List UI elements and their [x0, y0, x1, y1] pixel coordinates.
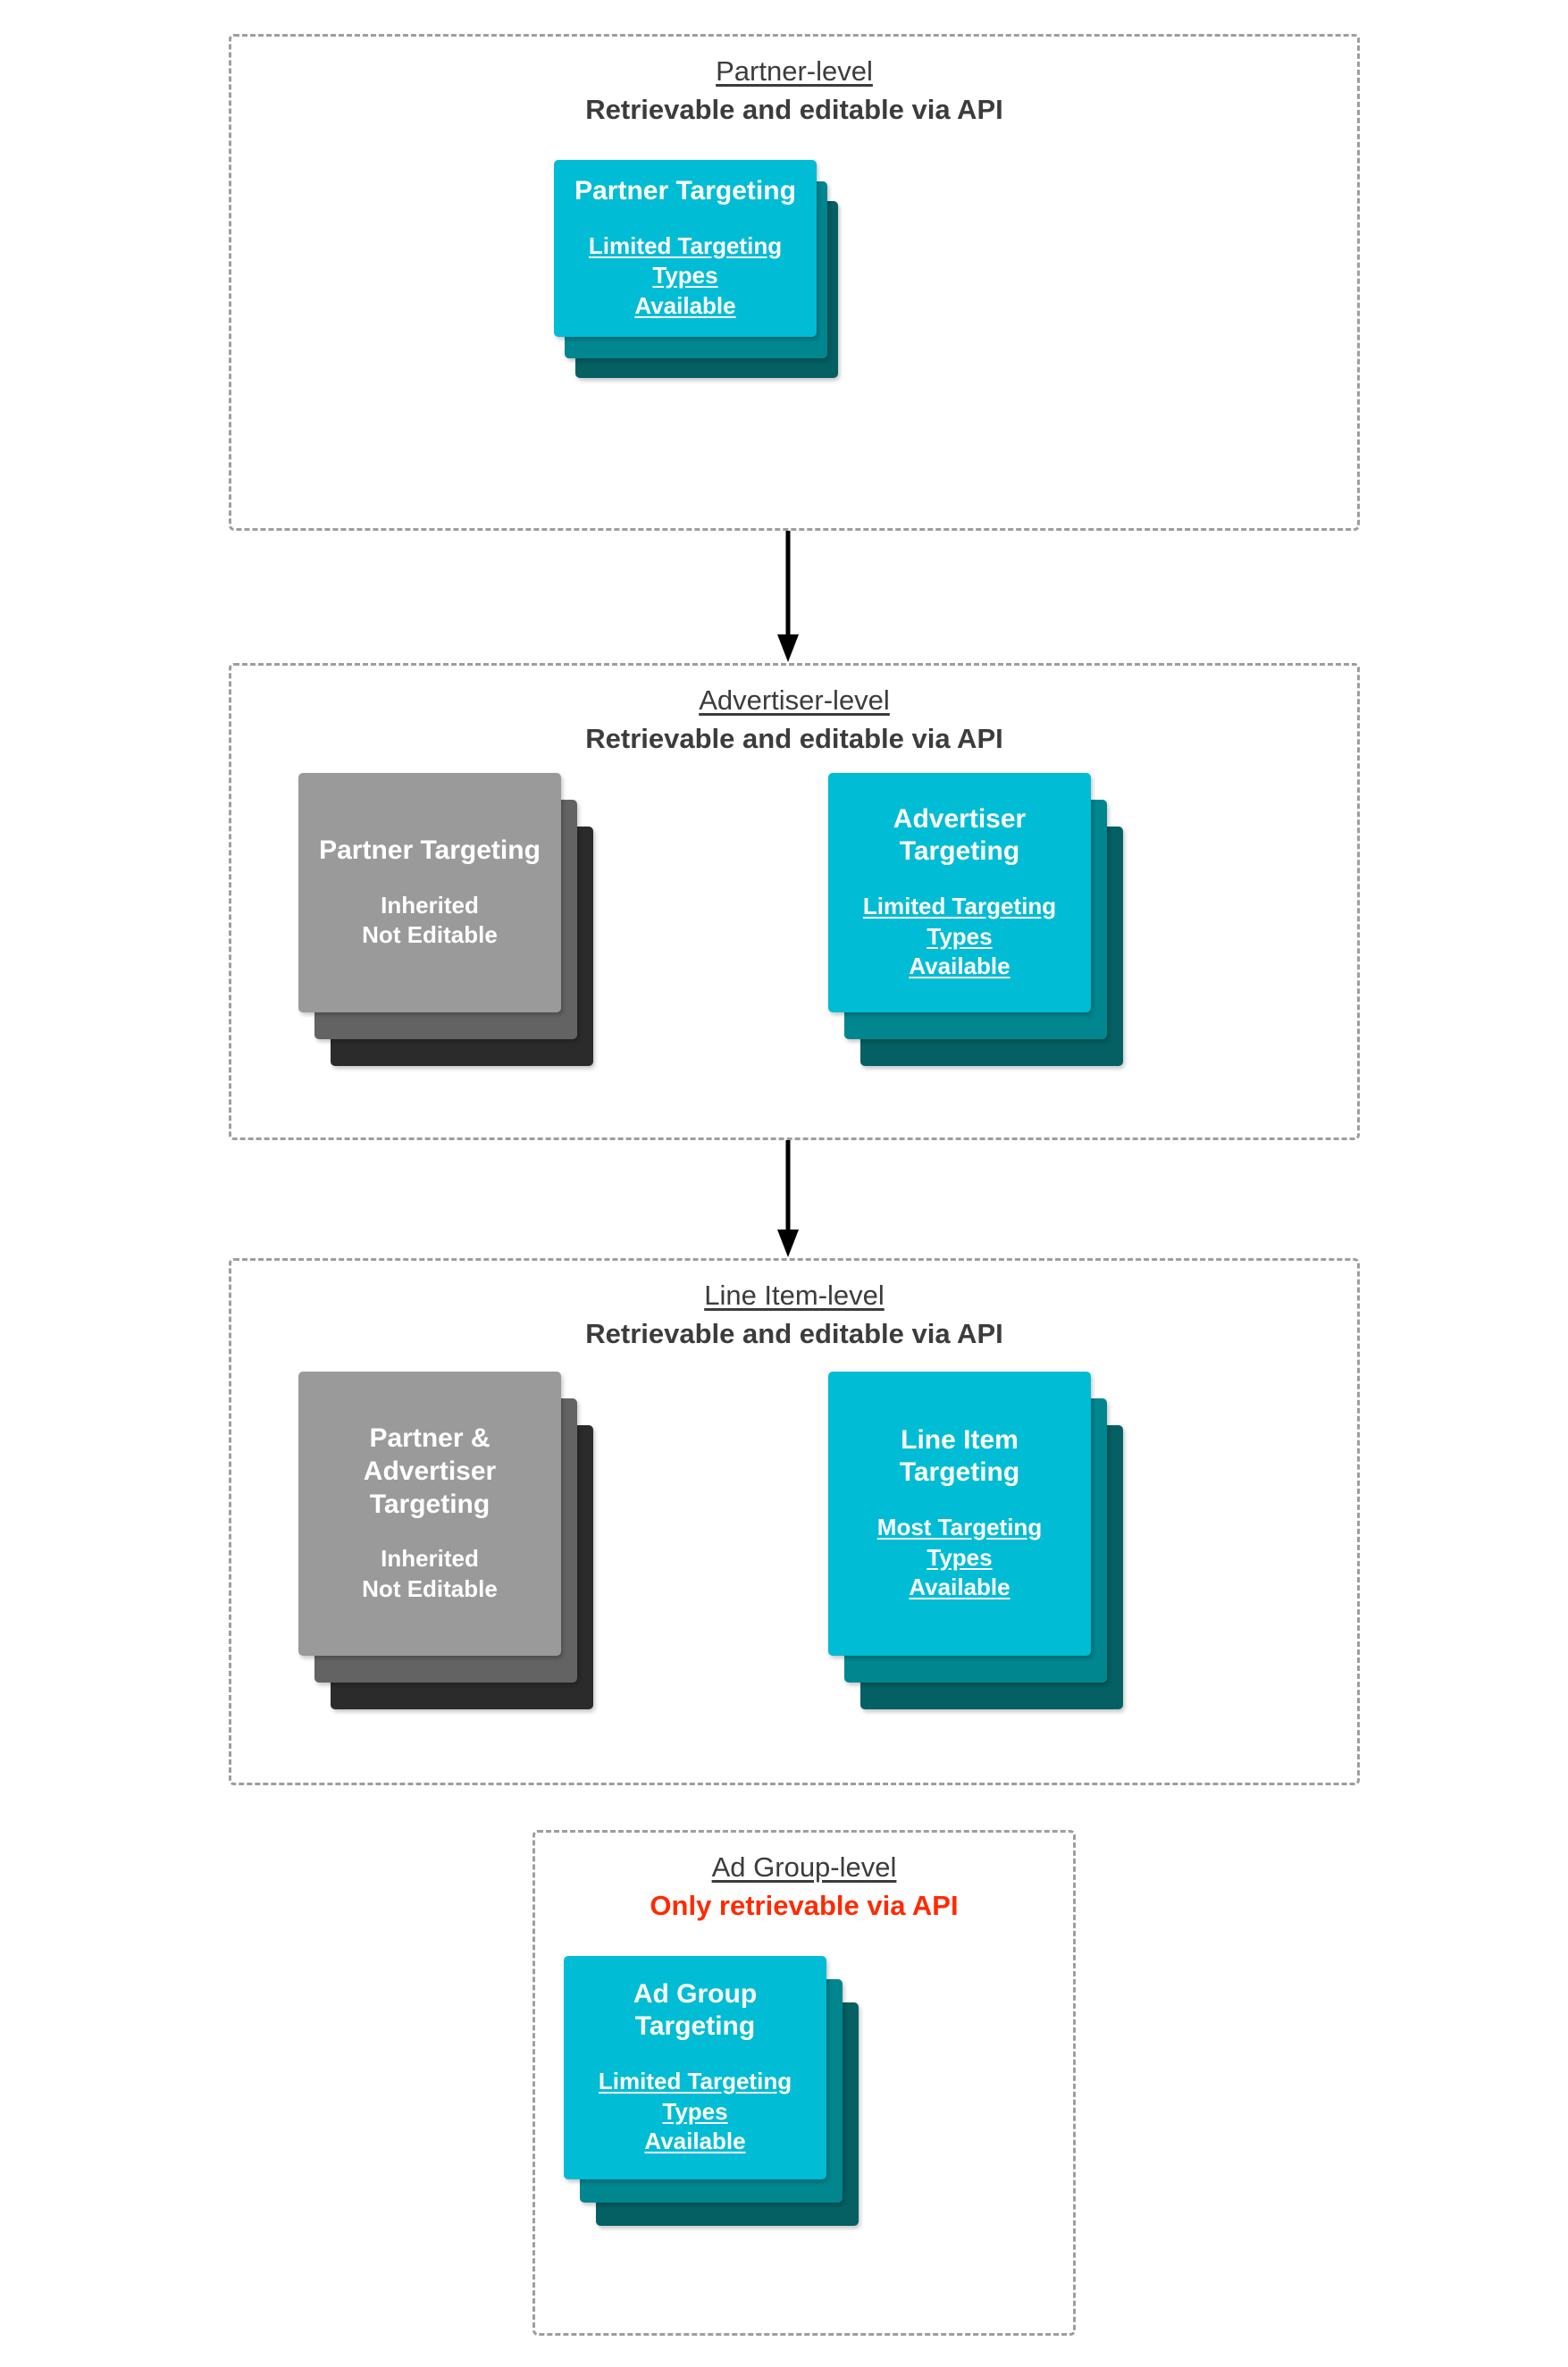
card-partner-targeting-inherited[interactable]: Partner Targeting Inherited Not Editable	[298, 773, 561, 1012]
level-header-ad-group: Ad Group-level Only retrievable via API	[535, 1851, 1073, 1924]
card-line-item-targeting[interactable]: Line Item Targeting Most Targeting Types…	[828, 1372, 1091, 1656]
card-subtitle: Most Targeting Types Available	[876, 1513, 1043, 1601]
level-title-advertiser: Advertiser-level	[699, 684, 890, 716]
level-title-partner: Partner-level	[716, 55, 873, 87]
level-box-ad-group: Ad Group-level Only retrievable via API …	[532, 1830, 1076, 2336]
level-box-partner: Partner-level Retrievable and editable v…	[229, 34, 1360, 531]
level-header-partner: Partner-level Retrievable and editable v…	[231, 55, 1357, 128]
card-stack-advertiser-targeting: Advertiser Targeting Limited Targeting T…	[828, 773, 1150, 1104]
connector-partner-to-advertiser	[775, 531, 801, 663]
card-stack-partner-targeting-inherited: Partner Targeting Inherited Not Editable	[298, 773, 620, 1104]
card-title: Advertiser Targeting	[893, 803, 1027, 867]
card-stack-ad-group-targeting: Ad Group Targeting Limited Targeting Typ…	[564, 1956, 885, 2251]
card-title: Ad Group Targeting	[633, 1978, 758, 2042]
card-subtitle: Limited Targeting Types Available	[862, 892, 1057, 980]
level-box-line-item: Line Item-level Retrievable and editable…	[229, 1258, 1360, 1785]
level-subtitle-advertiser: Retrievable and editable via API	[585, 722, 1003, 754]
level-title-ad-group: Ad Group-level	[711, 1851, 897, 1883]
card-subtitle: Inherited Not Editable	[362, 1545, 498, 1602]
card-stack-partner-advertiser-targeting-inherited: Partner & Advertiser Targeting Inherited…	[298, 1372, 620, 1747]
card-stack-partner-targeting: Partner Targeting Limited Targeting Type…	[554, 160, 849, 383]
connector-advertiser-to-line-item	[775, 1140, 801, 1258]
level-box-advertiser: Advertiser-level Retrievable and editabl…	[229, 663, 1360, 1140]
level-subtitle-ad-group: Only retrievable via API	[650, 1889, 959, 1921]
card-subtitle: Limited Targeting Types Available	[598, 2067, 792, 2155]
card-subtitle: Inherited Not Editable	[362, 891, 498, 949]
level-subtitle-partner: Retrievable and editable via API	[585, 93, 1003, 125]
card-title: Partner Targeting	[319, 835, 541, 865]
level-header-line-item: Line Item-level Retrievable and editable…	[231, 1279, 1357, 1352]
level-subtitle-line-item: Retrievable and editable via API	[585, 1317, 1003, 1349]
card-subtitle: Limited Targeting Types Available	[588, 231, 783, 320]
card-partner-advertiser-targeting-inherited[interactable]: Partner & Advertiser Targeting Inherited…	[298, 1372, 561, 1656]
level-header-advertiser: Advertiser-level Retrievable and editabl…	[231, 684, 1357, 757]
card-title: Partner Targeting	[574, 176, 796, 206]
card-ad-group-targeting[interactable]: Ad Group Targeting Limited Targeting Typ…	[564, 1956, 826, 2179]
level-title-line-item: Line Item-level	[704, 1280, 885, 1311]
card-advertiser-targeting[interactable]: Advertiser Targeting Limited Targeting T…	[828, 773, 1091, 1012]
card-partner-targeting[interactable]: Partner Targeting Limited Targeting Type…	[554, 160, 817, 337]
card-stack-line-item-targeting: Line Item Targeting Most Targeting Types…	[828, 1372, 1150, 1747]
card-title: Line Item Targeting	[899, 1424, 1020, 1488]
card-title: Partner & Advertiser Targeting	[363, 1423, 497, 1519]
